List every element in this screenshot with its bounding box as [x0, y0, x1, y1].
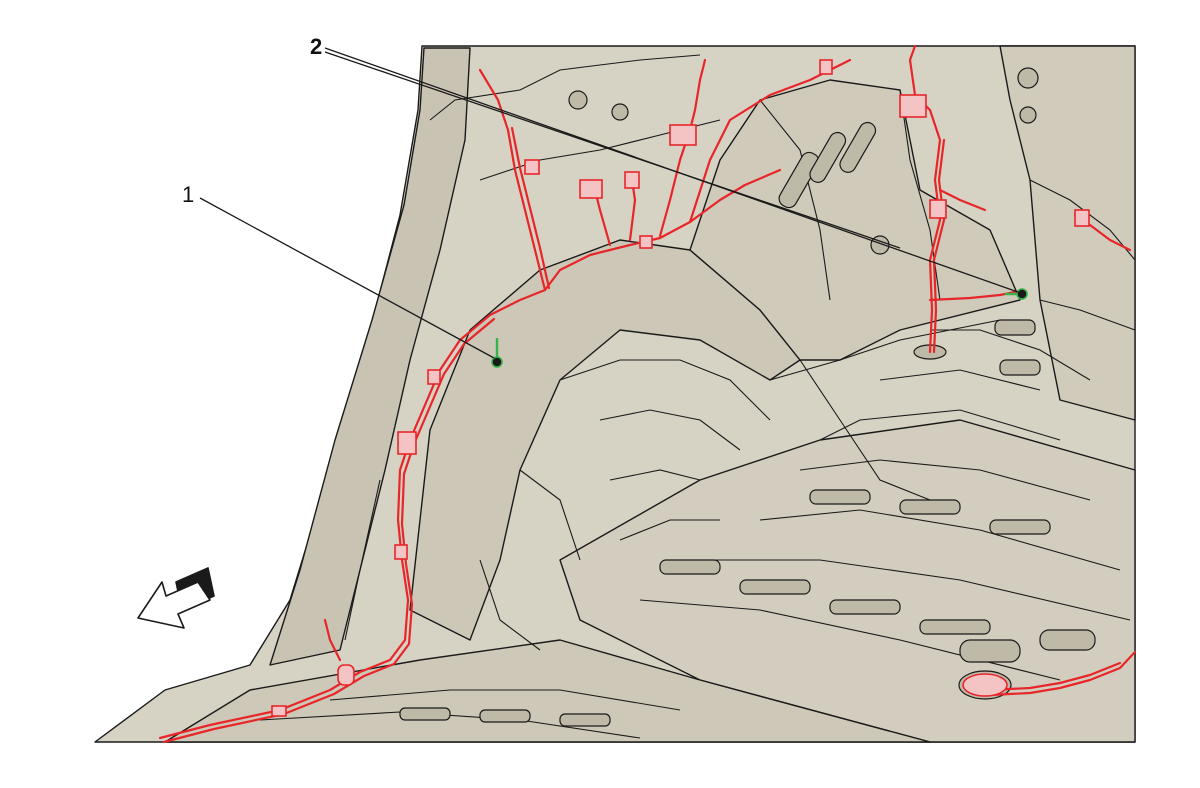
callout-2-label: 2: [310, 34, 322, 59]
callout-2-leader-secondary: [324, 51, 901, 249]
ground-stud-1: [491, 356, 503, 368]
connector: [929, 199, 947, 219]
lower-floor: [164, 639, 931, 743]
ground-stud-2: [1016, 288, 1028, 300]
connector: [624, 171, 640, 189]
callout-leaders: [199, 47, 1019, 359]
connector: [427, 369, 441, 385]
connector: [271, 705, 287, 717]
connector: [639, 235, 653, 249]
connector: [397, 431, 417, 455]
callout-1-leader: [199, 197, 495, 359]
connector: [394, 544, 408, 560]
connector: [337, 664, 355, 686]
connector: [819, 59, 833, 75]
harness-main-branch: [158, 168, 782, 740]
front-direction-arrow-icon: [137, 567, 215, 629]
wheel-house: [409, 239, 801, 641]
connector: [524, 159, 540, 175]
connector: [962, 673, 1008, 697]
harness-upper-pillar: [478, 68, 547, 292]
right-side-panel: [999, 45, 1136, 421]
harness-right-branch: [908, 44, 942, 354]
connector: [899, 94, 927, 118]
connector: [579, 179, 603, 199]
connector: [669, 124, 697, 146]
wiring-harness: [158, 44, 1137, 744]
callout-1-label: 1: [182, 182, 194, 207]
left-pillar: [269, 47, 471, 666]
ground-studs: [491, 288, 1028, 368]
harness-upper-branch: [593, 58, 852, 247]
body-openings: [399, 67, 1096, 727]
connector: [1074, 209, 1090, 227]
harness-connectors: [271, 59, 1090, 717]
